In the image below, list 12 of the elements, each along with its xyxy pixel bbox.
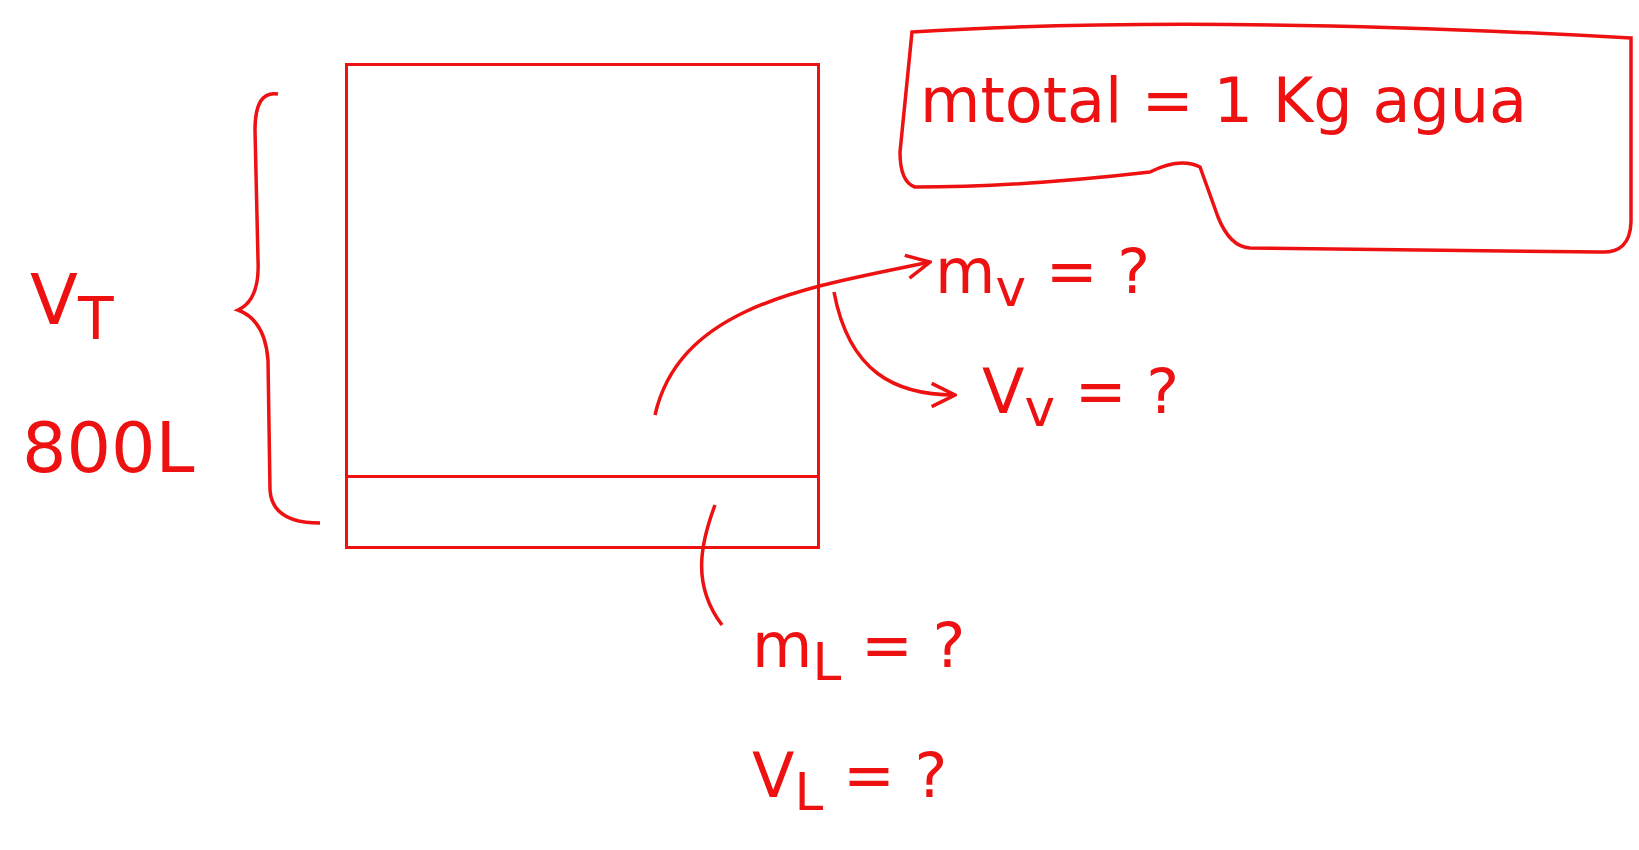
unknown-quantity-label: m$_{v}$ = ?: [935, 238, 1151, 318]
mass-equation: mtotal = 1 Kg agua: [920, 67, 1528, 136]
liquid-layer: [345, 475, 820, 549]
volume-value: 800L: [22, 410, 195, 487]
leader-line: [699, 504, 724, 626]
unknown-quantity-label: V$_{v}$ = ?: [982, 358, 1180, 438]
arrow: [832, 291, 957, 408]
unknown-quantity-label: V$_{L}$ = ?: [752, 742, 948, 822]
unknown-quantity-label: m$_{L}$ = ?: [752, 612, 966, 692]
vapor-space: [345, 63, 820, 475]
volume-symbol: V$_{T}$: [30, 262, 114, 352]
arrow: [653, 253, 932, 416]
